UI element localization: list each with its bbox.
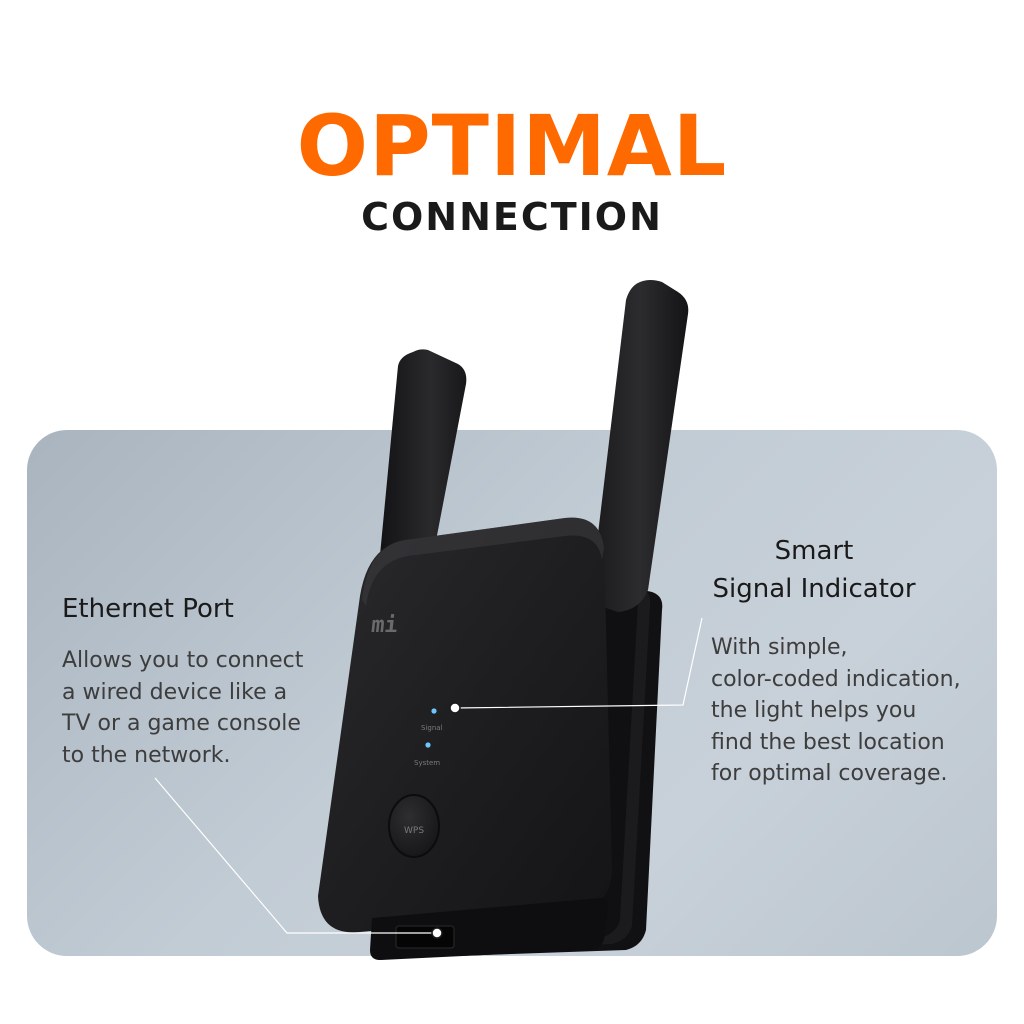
ethernet-callout-dot — [431, 927, 443, 939]
right-antenna — [591, 280, 689, 612]
description-line: color-coded indication, — [711, 666, 961, 692]
description-line: for optimal coverage. — [711, 761, 948, 786]
ethernet-port[interactable] — [395, 925, 455, 949]
signal-indicator-description: With simple, color-coded indication, the… — [711, 632, 1011, 790]
title-line: Signal Indicator — [712, 574, 916, 604]
headline: OPTIMAL — [296, 97, 728, 195]
description-line: the light helps you — [711, 698, 917, 723]
signal-callout-dot — [449, 702, 461, 714]
left-antenna — [378, 349, 467, 576]
description-line: a wired device like a — [62, 679, 288, 705]
signal-led-label: Signal — [421, 724, 443, 732]
mi-logo: mi — [370, 613, 399, 638]
description-line: TV or a game console — [62, 711, 301, 736]
device-body — [318, 517, 612, 933]
signal-callout-line — [454, 617, 703, 709]
ethernet-port-description: Allows you to connect a wired device lik… — [62, 645, 362, 771]
ethernet-callout-line — [154, 777, 437, 934]
subheadline: CONNECTION — [361, 195, 663, 239]
device-body-highlight — [362, 517, 604, 606]
system-led-label: System — [414, 759, 440, 767]
signal-led — [431, 708, 437, 714]
ethernet-port-title: Ethernet Port — [62, 594, 234, 624]
system-led — [425, 742, 431, 748]
signal-indicator-title: Smart Signal Indicator — [704, 532, 924, 608]
title-line: Smart — [774, 536, 854, 566]
description-line: Allows you to connect — [62, 648, 304, 673]
wps-button[interactable] — [388, 794, 440, 858]
wps-button-label: WPS — [404, 826, 424, 836]
description-line: With simple, — [711, 635, 848, 660]
description-line: to the network. — [62, 742, 231, 768]
description-line: find the best location — [711, 729, 945, 755]
